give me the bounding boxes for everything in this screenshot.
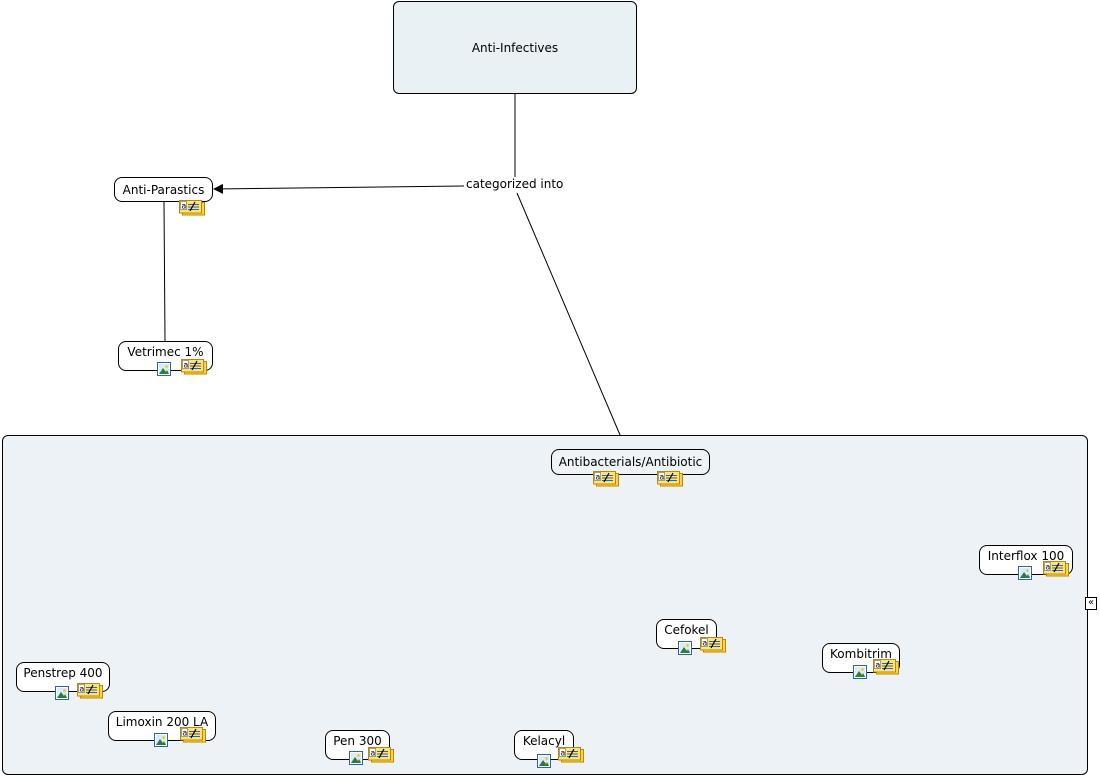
edge-link-to-antibacterials <box>516 192 627 450</box>
svg-text:a: a <box>181 202 186 211</box>
notes-resource-icon[interactable]: a <box>76 682 104 699</box>
linking-phrase-categorized-into[interactable]: categorized into <box>464 177 566 191</box>
image-resource-icon[interactable] <box>55 686 69 700</box>
svg-text:a: a <box>79 685 84 694</box>
notes-resource-icon[interactable]: a <box>699 636 727 653</box>
image-resource-icon[interactable] <box>853 665 867 679</box>
edge-anti-parasitics-to-vetrimec <box>163 201 166 342</box>
svg-text:a: a <box>1045 563 1050 572</box>
notes-resource-icon[interactable]: a <box>1042 560 1070 577</box>
svg-text:a: a <box>595 473 600 482</box>
notes-resource-icon[interactable]: a <box>367 746 395 763</box>
image-resource-icon[interactable] <box>157 362 171 376</box>
image-resource-icon[interactable] <box>678 641 692 655</box>
notes-resource-icon[interactable]: a <box>178 199 206 216</box>
svg-text:a: a <box>875 661 880 670</box>
collapse-double-chevron-icon[interactable]: « <box>1085 597 1097 610</box>
notes-resource-icon[interactable]: a <box>179 726 207 743</box>
node-anti-infectives[interactable]: Anti-Infectives <box>393 1 637 94</box>
notes-resource-icon[interactable]: a <box>656 470 684 487</box>
svg-text:a: a <box>659 473 664 482</box>
image-resource-icon[interactable] <box>537 754 551 768</box>
notes-resource-icon[interactable]: a <box>180 358 208 375</box>
svg-text:a: a <box>702 639 707 648</box>
image-resource-icon[interactable] <box>349 751 363 765</box>
node-antibacterials[interactable]: Antibacterials/Antibiotic <box>551 449 710 475</box>
svg-text:a: a <box>183 361 188 370</box>
svg-text:a: a <box>182 729 187 738</box>
svg-text:a: a <box>370 749 375 758</box>
svg-text:a: a <box>560 749 565 758</box>
notes-resource-icon[interactable]: a <box>872 658 900 675</box>
notes-resource-icon[interactable]: a <box>557 746 585 763</box>
node-label: Anti-Infectives <box>471 40 559 55</box>
node-cefokel[interactable]: Cefokel <box>656 619 717 649</box>
image-resource-icon[interactable] <box>154 733 168 747</box>
image-resource-icon[interactable] <box>1018 566 1032 580</box>
notes-resource-icon[interactable]: a <box>592 470 620 487</box>
edge-link-to-anti-parasitics <box>213 183 465 194</box>
node-anti-parasitics[interactable]: Anti-Parastics <box>114 177 213 202</box>
